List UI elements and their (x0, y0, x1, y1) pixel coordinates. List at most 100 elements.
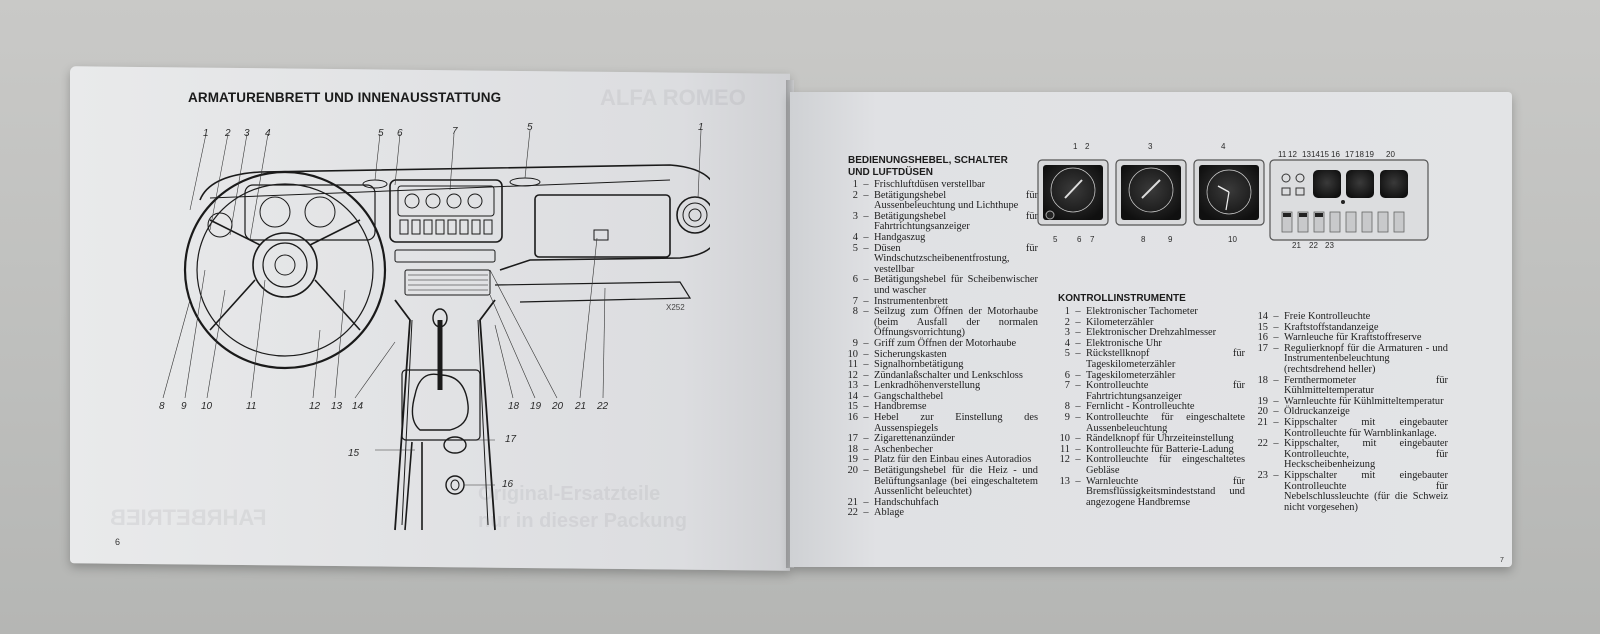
item-text: Betätigungshebel für Aussenbeleuchtung u… (874, 189, 1038, 212)
list-item: 15–Kraftstoffstandanzeige (1248, 322, 1448, 334)
item-text: Warnleuchte für Bremsflüssigkeitsmindest… (1086, 475, 1245, 508)
item-text: Frischluftdüsen verstellbar (874, 179, 986, 190)
item-number: 8 (852, 306, 858, 318)
dash-separator: – (863, 433, 869, 445)
item-number: 14 (1257, 311, 1268, 322)
list-item: 21–Kippschalter mit eingebauter Kontroll… (1248, 416, 1448, 439)
item-number: 3 (852, 210, 858, 222)
list-item: 9–Kontrolleuchte für eingeschaltete Auss… (1050, 411, 1245, 434)
dash-separator: – (1273, 311, 1279, 322)
list-item: 20–Öldruckanzeige (1248, 407, 1448, 418)
item-text: Kippschalter, mit eingebauter Kontrolleu… (1284, 438, 1448, 471)
callout-label: 8 (159, 401, 165, 412)
callout-label: 1 (203, 128, 209, 139)
item-number: 18 (1257, 374, 1268, 386)
item-number: 17 (1257, 342, 1268, 354)
item-number: 22 (847, 507, 858, 519)
dash-separator: – (1273, 395, 1279, 407)
item-number: 1 (1064, 306, 1070, 317)
item-text: Elektronischer Drehzahlmesser (1086, 327, 1217, 339)
item-text: Öldruckanzeige (1284, 406, 1350, 418)
list-item: 21–Handschuhfach (838, 496, 1038, 509)
callout-label: 5 (378, 128, 384, 139)
dash-separator: – (1075, 369, 1081, 381)
figure-reference: X252 (666, 303, 685, 312)
item-text: Handschuhfach (874, 496, 939, 508)
list-item: 2–Kilometerzähler (1050, 316, 1245, 329)
item-text: Fernthermometer für Kühlmitteltemperatur (1284, 374, 1448, 397)
item-text: Kontrolleuchte für Fahrtrichtungsanzeige… (1086, 380, 1245, 402)
callout-label: 3 (244, 128, 250, 139)
item-number: 19 (847, 454, 858, 466)
gauge-callout: 8 (1141, 235, 1146, 244)
item-number: 1 (852, 179, 858, 190)
dash-separator: – (863, 210, 869, 222)
list-item: 6–Betätigungshebel für Scheibenwischer u… (838, 274, 1038, 296)
item-text: Ablage (874, 507, 905, 519)
item-number: 6 (852, 274, 858, 286)
item-text: Rückstellknopf für Tageskilometerzähler (1086, 348, 1245, 370)
list-item: 8–Fernlicht - Kontrolleuchte (1050, 402, 1245, 413)
list-item: 14–Freie Kontrolleuchte (1248, 311, 1448, 323)
gauge-callout: 17 (1345, 150, 1354, 159)
item-text: Elektronischer Tachometer (1086, 306, 1198, 317)
item-text: Instrumentenbrett (874, 295, 948, 307)
dash-separator: – (863, 359, 869, 371)
item-text: Elektronische Uhr (1086, 337, 1162, 349)
item-text: Kilometerzähler (1086, 316, 1154, 328)
gauge-callout: 13 (1302, 150, 1311, 159)
list-item: 19–Platz für den Einbau eines Autoradios (838, 455, 1038, 466)
page-number: 7 (1500, 557, 1504, 564)
item-number: 16 (1257, 332, 1268, 344)
list-item: 4–Elektronische Uhr (1050, 337, 1245, 350)
list-item: 16–Warnleuche für Kraftstoffreserve (1248, 333, 1448, 344)
gauge-callout: 19 (1365, 150, 1374, 159)
callout-label: 1 (698, 122, 704, 133)
gauge-callout: 2 (1085, 142, 1090, 151)
list-item: 7–Instrumentenbrett (838, 295, 1038, 308)
item-text: Regulierknopf für die Armaturen - und In… (1284, 342, 1448, 375)
callout-label: 10 (201, 401, 213, 412)
item-number: 9 (1064, 411, 1070, 423)
instrument-cluster-diagram (1037, 159, 1429, 241)
item-text: Kontrolleuchte für eingeschaltete Aussen… (1086, 411, 1245, 434)
item-number: 13 (1059, 475, 1070, 487)
gear-boot (411, 373, 469, 431)
list-item: 22–Ablage (838, 508, 1038, 519)
item-text: Platz für den Einbau eines Autoradios (874, 454, 1032, 466)
list-item: 3–Elektronischer Drehzahlmesser (1050, 328, 1245, 339)
dash-separator: – (863, 507, 869, 519)
dash-separator: – (1075, 348, 1081, 360)
item-number: 17 (847, 433, 858, 445)
gauge-callout: 16 (1331, 150, 1340, 159)
center-cluster (389, 179, 503, 243)
dash-separator: – (863, 348, 869, 360)
callout-label: 18 (508, 401, 520, 412)
clock-gauge (1193, 159, 1265, 226)
item-number: 11 (847, 359, 858, 371)
list-item: 22–Kippschalter, mit eingebauter Kontrol… (1248, 438, 1448, 471)
dash-separator: – (1273, 416, 1279, 428)
item-text: Tageskilometerzähler (1086, 369, 1176, 381)
gauge-callout: 22 (1309, 241, 1318, 250)
gauge-callout: 4 (1221, 142, 1226, 151)
item-number: 7 (852, 295, 858, 307)
callout-label: 2 (225, 128, 231, 139)
item-text: Betätigungshebel für Scheibenwischer und… (874, 274, 1038, 296)
item-number: 5 (852, 242, 858, 254)
callout-label: 7 (452, 126, 458, 137)
dash-separator: – (863, 412, 869, 424)
item-text: Zündanlaßschalter und Lenkschloss (874, 369, 1023, 381)
list-item: 9–Griff zum Öffnen der Motorhaube (838, 338, 1038, 350)
item-text: Rändelknopf für Uhrzeiteinstellung (1086, 433, 1234, 445)
callout-label: 9 (181, 401, 187, 412)
callout-label: 4 (265, 128, 271, 139)
dash-separator: – (1075, 433, 1081, 445)
item-text: Kippschalter mit eingebauter Kontrolleuc… (1284, 416, 1448, 439)
item-text: Sicherungskasten (874, 348, 947, 360)
item-text: Düsen für Windschutzscheibenentfrostung,… (874, 242, 1038, 275)
list-item: 1–Frischluftdüsen verstellbar (838, 179, 1038, 191)
page-title: ARMATURENBRETT UND INNENAUSSTATTUNG (188, 90, 502, 105)
